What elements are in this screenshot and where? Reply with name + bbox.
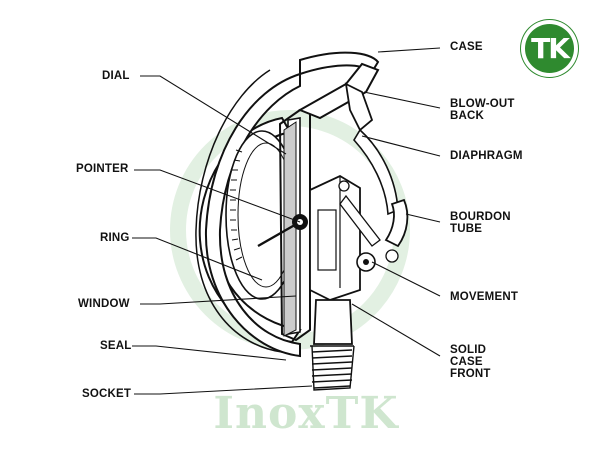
logo-text: TK	[531, 32, 570, 65]
label-solid-case-front: SOLID CASE FRONT	[450, 344, 491, 380]
socket-body	[313, 299, 353, 345]
movement-link	[339, 194, 381, 247]
label-socket: SOCKET	[82, 388, 132, 400]
label-diaphragm: DIAPHRAGM	[450, 150, 523, 162]
blowout-back	[344, 82, 374, 132]
label-bourdon-tube: BOURDON TUBE	[450, 211, 511, 235]
label-case: CASE	[450, 41, 483, 53]
label-blowout-back: BLOW-OUT BACK	[450, 98, 515, 122]
dial-ticks	[230, 149, 243, 261]
label-seal: SEAL	[100, 340, 132, 352]
watermark: InoxTK	[213, 388, 399, 439]
bourdon-tube	[384, 198, 409, 248]
label-movement: MOVEMENT	[450, 291, 519, 303]
movement-plate	[317, 209, 337, 271]
socket-thread	[310, 345, 355, 391]
label-pointer: POINTER	[76, 163, 129, 175]
case-edge	[195, 69, 283, 353]
leader-lines	[132, 47, 441, 395]
label-window: WINDOW	[78, 298, 130, 310]
label-dial: DIAL	[102, 70, 130, 82]
label-ring: RING	[100, 232, 130, 244]
pointer-needle	[257, 220, 301, 248]
diaphragm	[353, 128, 399, 216]
logo-badge: TK	[521, 20, 578, 77]
